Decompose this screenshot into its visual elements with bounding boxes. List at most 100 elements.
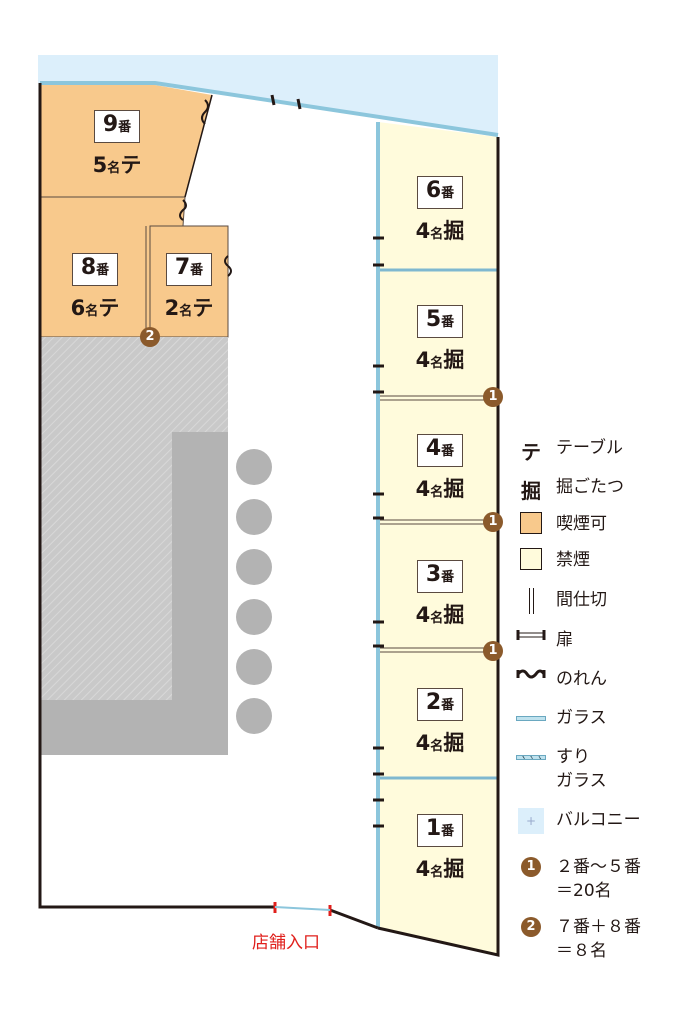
room-capacity: 5名テ: [67, 149, 167, 179]
type: 掘: [443, 348, 465, 372]
room-number: 9番: [93, 110, 141, 143]
room-capacity: 4名掘: [390, 599, 490, 629]
room-9[interactable]: 9番 5名テ: [67, 110, 167, 179]
partitions: [378, 395, 498, 653]
unit: 番: [441, 186, 455, 201]
private-rooms-area: [378, 122, 498, 955]
unit: 番: [441, 315, 455, 330]
badge-1: 1: [521, 857, 541, 877]
type: 掘: [443, 477, 465, 501]
room-number: 6番: [416, 176, 464, 209]
capacity: 4: [415, 477, 431, 501]
unit: 名: [430, 865, 444, 880]
capacity: 5: [92, 153, 108, 177]
room-8[interactable]: 8番 6名テ: [45, 253, 145, 322]
capacity: 4: [415, 348, 431, 372]
capacity: 4: [415, 603, 431, 627]
room-9-number: 9: [102, 112, 119, 137]
balcony-swatch-icon: +: [516, 808, 546, 834]
legend-partition: 間仕切: [556, 590, 607, 610]
room-capacity: 4名掘: [390, 215, 490, 245]
unit: 番: [118, 120, 132, 135]
room-number: 3番: [416, 560, 464, 593]
doors: [270, 94, 384, 828]
noren: [179, 99, 232, 277]
room-1[interactable]: 1番 4名掘: [390, 814, 490, 883]
room-capacity: 4名掘: [390, 473, 490, 503]
legend-smoking: 喫煙可: [556, 514, 607, 534]
noren-icon: [516, 667, 546, 681]
room-5[interactable]: 5番 4名掘: [390, 305, 490, 374]
room-number: 5番: [416, 305, 464, 338]
room-number: 7番: [165, 253, 213, 286]
unit: 番: [441, 444, 455, 459]
legend-glass: ガラス: [556, 708, 607, 728]
note-2-line-2: ＝８名: [556, 941, 607, 961]
room-3[interactable]: 3番 4名掘: [390, 560, 490, 629]
room-number: 8番: [71, 253, 119, 286]
room-capacity: 4名掘: [390, 853, 490, 883]
frosted-partitions: [378, 268, 498, 780]
legend-noren: のれん: [556, 669, 607, 689]
capacity: 6: [70, 296, 86, 320]
unit: 番: [96, 263, 110, 278]
capacity: 4: [415, 731, 431, 755]
room-1-number: 1: [425, 816, 442, 841]
room-capacity: 4名掘: [390, 344, 490, 374]
capacity: 4: [415, 219, 431, 243]
partition-icon: [516, 588, 546, 614]
room-7-number: 7: [174, 255, 191, 280]
door-icon: [516, 628, 546, 642]
room-4-number: 4: [425, 436, 442, 461]
room-6-number: 6: [425, 178, 442, 203]
unit: 名: [430, 611, 444, 626]
capacity: 4: [415, 857, 431, 881]
unit: 名: [430, 227, 444, 242]
badge-1: 1: [483, 641, 503, 661]
room-number: 4番: [416, 434, 464, 467]
type: 掘: [443, 603, 465, 627]
unit: 名: [179, 304, 193, 319]
type: 掘: [443, 857, 465, 881]
entrance-label: 店舗入口: [252, 933, 320, 953]
room-7[interactable]: 7番 2名テ: [139, 253, 239, 322]
unit: 名: [85, 304, 99, 319]
room-number: 1番: [416, 814, 464, 847]
badge-1: 1: [483, 387, 503, 407]
unit: 番: [441, 570, 455, 585]
legend-door: 扉: [556, 630, 573, 650]
badge-2: 2: [140, 327, 160, 347]
counter-seats: [236, 449, 272, 734]
unit: 名: [430, 356, 444, 371]
room-4[interactable]: 4番 4名掘: [390, 434, 490, 503]
type: 掘: [443, 219, 465, 243]
unit: 番: [441, 698, 455, 713]
room-capacity: 2名テ: [139, 292, 239, 322]
type: テ: [120, 153, 142, 177]
note-1-line-1: ２番～５番: [556, 857, 641, 877]
room-5-number: 5: [425, 307, 442, 332]
legend-table: テーブル: [556, 438, 623, 458]
room-3-number: 3: [425, 562, 442, 587]
badge-2-icon: 2: [516, 915, 546, 937]
unit: 名: [107, 161, 121, 176]
smoking-swatch-icon: [516, 512, 546, 534]
nonsmoking-swatch-icon: [516, 548, 546, 570]
legend-hori: 掘ごたつ: [556, 477, 624, 497]
frosted-glass-icon: [516, 745, 546, 760]
glass-icon: [516, 706, 546, 721]
badge-2: 2: [521, 917, 541, 937]
walls: [38, 83, 500, 957]
legend-nonsmoking: 禁煙: [556, 550, 590, 570]
room-2[interactable]: 2番 4名掘: [390, 688, 490, 757]
counter: [40, 432, 228, 755]
room-number: 2番: [416, 688, 464, 721]
type: 掘: [443, 731, 465, 755]
note-2-line-1: ７番＋８番: [556, 917, 641, 937]
unit: 番: [441, 824, 455, 839]
room-6[interactable]: 6番 4名掘: [390, 176, 490, 245]
legend-balcony: バルコニー: [556, 810, 641, 830]
table-symbol: テ: [521, 440, 541, 464]
